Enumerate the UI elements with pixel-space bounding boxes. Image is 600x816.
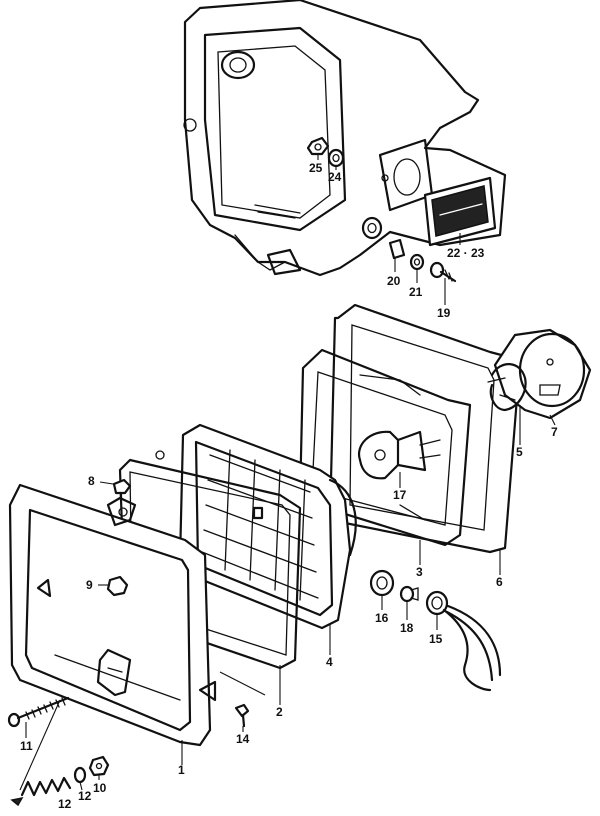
halogen-bulb-17 [357, 430, 441, 480]
callout-11: 11 [20, 739, 33, 753]
callout-5: 5 [516, 445, 523, 459]
callout-3: 3 [416, 565, 423, 579]
callout-2: 2 [276, 705, 283, 719]
callout-20: 20 [387, 274, 401, 288]
callout-17: 17 [393, 488, 407, 502]
adjusting-screw-11 [7, 696, 70, 728]
spring-12 [10, 776, 72, 807]
callout-7: 7 [551, 425, 558, 439]
washer-21 [409, 253, 425, 271]
bulb-18 [399, 585, 419, 603]
callout-18: 18 [400, 621, 414, 635]
callout-14: 14 [236, 732, 250, 746]
grommet-24 [327, 148, 345, 168]
callout-21: 21 [409, 285, 423, 299]
callout-19: 19 [437, 306, 451, 320]
screw-8 [112, 478, 132, 502]
grommet-16 [369, 569, 395, 597]
callout-1: 1 [178, 763, 185, 777]
grommet-housing-left [361, 216, 383, 240]
headlamp-rim-1 [8, 483, 217, 747]
emblem-nameplate [423, 176, 497, 247]
callouts: 1 2 3 4 5 6 7 8 9 10 11 12 12 14 15 16 1… [20, 161, 558, 811]
callout-10: 10 [93, 781, 107, 795]
callout-12-washer: 12 [78, 789, 92, 803]
callout-8: 8 [88, 474, 95, 488]
leader-lines [19, 154, 556, 791]
callout-25: 25 [309, 161, 323, 175]
adjusting-nut-9 [106, 575, 129, 597]
retaining-spring-5 [487, 363, 527, 412]
callout-9: 9 [86, 578, 93, 592]
screw-19 [429, 261, 457, 283]
screw-14 [234, 703, 250, 728]
back-plate-6 [328, 303, 522, 554]
washer-12 [73, 766, 87, 784]
nut-25 [306, 136, 330, 156]
bulb-cover-7 [493, 328, 592, 420]
collar-20 [388, 238, 406, 260]
nut-10 [88, 755, 110, 777]
headlamp-housing [183, 0, 507, 277]
callout-16: 16 [375, 611, 389, 625]
callout-24: 24 [328, 170, 342, 184]
callout-12-spring: 12 [58, 797, 72, 811]
callout-15: 15 [429, 632, 443, 646]
socket-wiring-15 [425, 590, 502, 692]
callout-4: 4 [326, 655, 333, 669]
callout-22-23: 22 · 23 [447, 246, 485, 260]
callout-6: 6 [496, 575, 503, 589]
